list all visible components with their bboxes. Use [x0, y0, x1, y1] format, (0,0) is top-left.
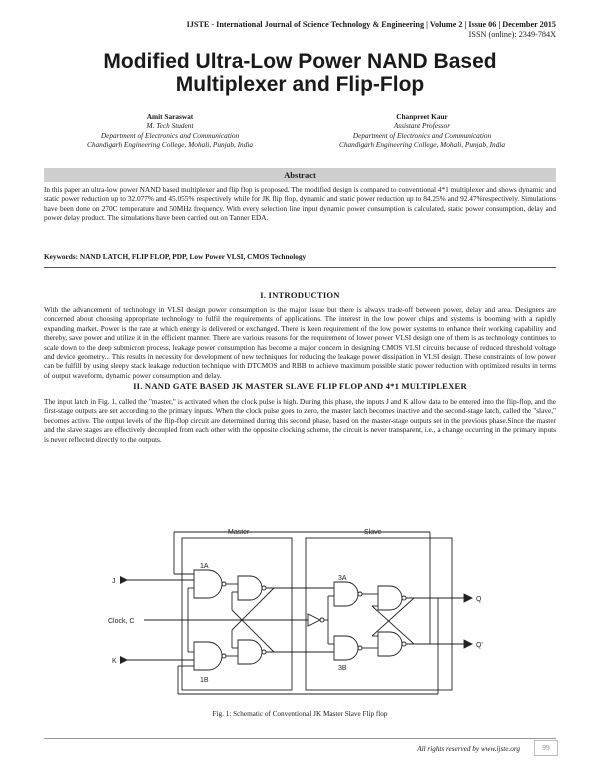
gate-1b-label: 1B	[200, 677, 209, 684]
author-2: Chanpreet Kaur Assistant Professor Depar…	[302, 112, 542, 150]
section-heading-introduction: I. INTRODUCTION	[260, 290, 340, 300]
paper-title: Modified Ultra-Low Power NAND Based Mult…	[40, 50, 560, 96]
k-input-label: K	[112, 658, 117, 665]
q-output-label: Q	[476, 596, 482, 603]
section-heading-jk-flip-flop: II. NAND GATE BASED JK MASTER SLAVE FLIP…	[133, 381, 467, 391]
schematic-svg: Master Slave J K Clock, C 1A 1B 3A 3B Q …	[108, 529, 483, 695]
nand-gate-2b	[237, 639, 263, 665]
author-name: Amit Saraswat	[146, 112, 194, 121]
gate-3b-label: 3B	[338, 665, 347, 672]
abstract-heading: Abstract	[44, 168, 556, 182]
journal-info: IJSTE - International Journal of Science…	[186, 20, 556, 29]
author-role: Assistant Professor	[393, 121, 451, 131]
author-name: Chanpreet Kaur	[396, 112, 448, 121]
slave-label: Slave	[364, 529, 382, 536]
title-line-1: Modified Ultra-Low Power NAND Based	[103, 50, 497, 73]
keywords: Keywords: NAND LATCH, FLIP FLOP, PDP, Lo…	[44, 252, 307, 261]
nand-gate-2a	[237, 575, 263, 601]
author-role: M. Tech Student	[146, 121, 194, 131]
j-input-label: J	[112, 578, 116, 585]
master-box	[181, 537, 293, 691]
gate-3a-label: 3A	[338, 575, 347, 582]
clock-label: Clock, C	[108, 618, 134, 625]
jk-flip-flop-schematic: Master Slave J K Clock, C 1A 1B 3A 3B Q …	[108, 524, 500, 704]
footer-divider	[44, 738, 556, 739]
page-number: 99	[534, 740, 558, 756]
figure-caption: Fig. 1: Schematic of Conventional JK Mas…	[212, 710, 388, 718]
nand-gate-3a	[333, 581, 359, 607]
author-affiliation: Chandigarh Engineering College, Mohali, …	[338, 140, 506, 150]
nand-gate-1a	[193, 569, 223, 599]
issn: ISSN (online): 2349-784X	[468, 30, 556, 39]
master-label: Master	[228, 529, 250, 536]
journal-header: IJSTE - International Journal of Science…	[187, 20, 556, 40]
author-affiliation: Chandigarh Engineering College, Mohali, …	[86, 140, 254, 150]
abstract-text: In this paper an ultra-low power NAND ba…	[44, 185, 556, 223]
introduction-text: With the advancement of technology in VL…	[44, 305, 556, 380]
nand-gate-1b	[193, 641, 223, 671]
jk-flip-flop-text: The input latch in Fig. 1, called the "m…	[44, 397, 556, 444]
divider	[44, 267, 556, 268]
slave-box	[305, 537, 453, 691]
nand-gate-4b	[377, 631, 403, 657]
footer-rights: All rights reserved by www.ijste.org	[417, 745, 520, 753]
nand-gate-4a	[377, 585, 403, 611]
nand-gate-3b	[333, 635, 359, 661]
gate-1a-label: 1A	[200, 563, 209, 570]
author-department: Department of Electronics and Communicat…	[352, 130, 492, 140]
author-department: Department of Electronics and Communicat…	[100, 130, 240, 140]
clock-inverter	[307, 613, 322, 627]
qbar-output-label: Q'	[476, 642, 483, 649]
author-1: Amit Saraswat M. Tech Student Department…	[50, 112, 290, 150]
title-line-2: Multiplexer and Flip-Flop	[175, 73, 425, 96]
